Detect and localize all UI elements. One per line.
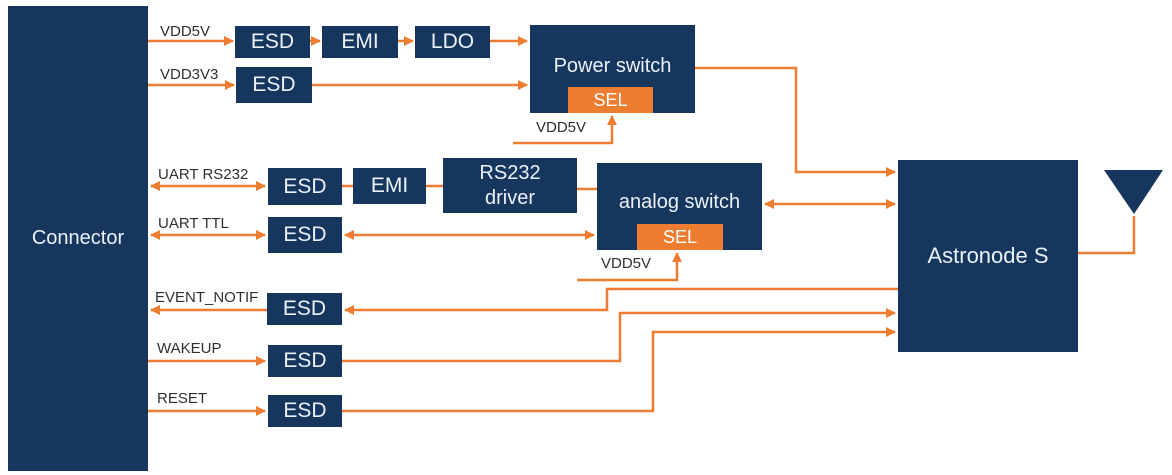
label-vdd5v: VDD5V bbox=[160, 23, 211, 40]
block-astronode-s: Astronode S bbox=[898, 160, 1078, 352]
block-esd-uart-rs232: ESD bbox=[268, 168, 342, 205]
label-reset: RESET bbox=[157, 390, 208, 407]
label-vdd3v3: VDD3V3 bbox=[160, 66, 219, 83]
block-esd-reset: ESD bbox=[268, 395, 342, 427]
label-event-notif: EVENT_NOTIF bbox=[155, 289, 259, 306]
sel-badge-analog: SEL bbox=[637, 224, 723, 250]
label-vdd5v-analog-sel: VDD5V bbox=[601, 255, 652, 272]
block-esd-vdd5v: ESD bbox=[235, 26, 310, 58]
label-uart-rs232: UART RS232 bbox=[158, 166, 249, 183]
block-esd-event-notif: ESD bbox=[267, 293, 342, 325]
rs232-driver-label: RS232 driver bbox=[479, 161, 541, 209]
antenna-icon bbox=[1104, 170, 1163, 214]
block-ldo: LDO bbox=[415, 26, 490, 58]
block-esd-wakeup: ESD bbox=[268, 345, 342, 377]
block-esd-uart-ttl: ESD bbox=[268, 217, 342, 253]
label-uart-ttl: UART TTL bbox=[158, 215, 229, 232]
sel-badge-power: SEL bbox=[568, 87, 653, 113]
block-esd-vdd3v3: ESD bbox=[236, 67, 312, 103]
label-wakeup: WAKEUP bbox=[157, 340, 222, 357]
label-vdd5v-power-sel: VDD5V bbox=[536, 119, 587, 136]
block-power-switch: Power switch bbox=[530, 25, 695, 113]
block-rs232-driver: RS232 driver bbox=[443, 158, 577, 213]
block-emi-vdd5v: EMI bbox=[322, 26, 398, 58]
block-emi-uart: EMI bbox=[353, 168, 426, 204]
block-connector: Connector bbox=[8, 6, 148, 471]
